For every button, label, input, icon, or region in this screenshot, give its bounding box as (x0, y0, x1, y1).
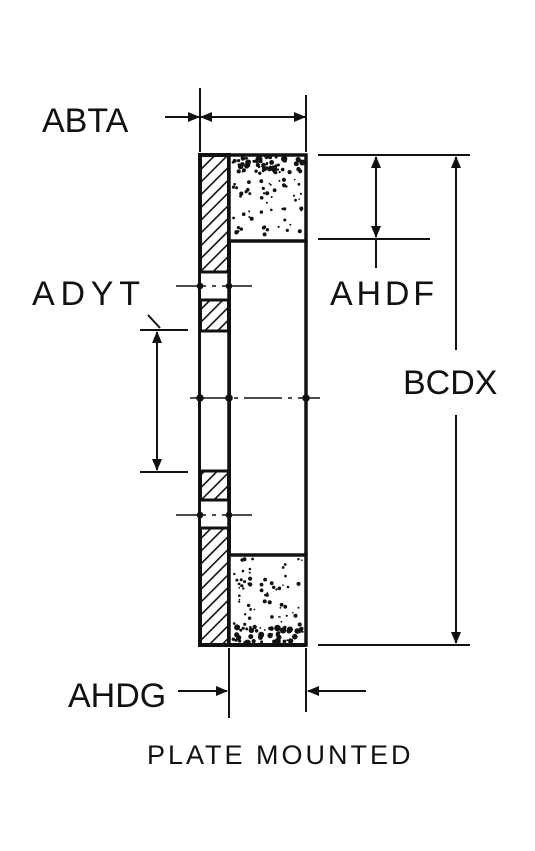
dimension-bcdx (318, 154, 470, 646)
label-adyt: ADYT (32, 275, 140, 313)
label-ahdg: AHDG (68, 677, 166, 715)
center-lines (176, 282, 320, 519)
label-bcdx: BCDX (403, 364, 497, 402)
abrasive-rim-bottom (227, 553, 308, 647)
dimension-abta (165, 88, 307, 152)
dimension-adyt (140, 314, 188, 473)
abrasive-rim-top (227, 153, 308, 243)
label-abta: ABTA (42, 102, 129, 140)
caption-plate-mounted: PLATE MOUNTED (147, 740, 414, 770)
dimension-ahdg (178, 648, 366, 718)
mounting-plate (198, 153, 231, 647)
label-ahdf: AHDF (330, 275, 434, 313)
dimension-ahdf (318, 154, 430, 268)
